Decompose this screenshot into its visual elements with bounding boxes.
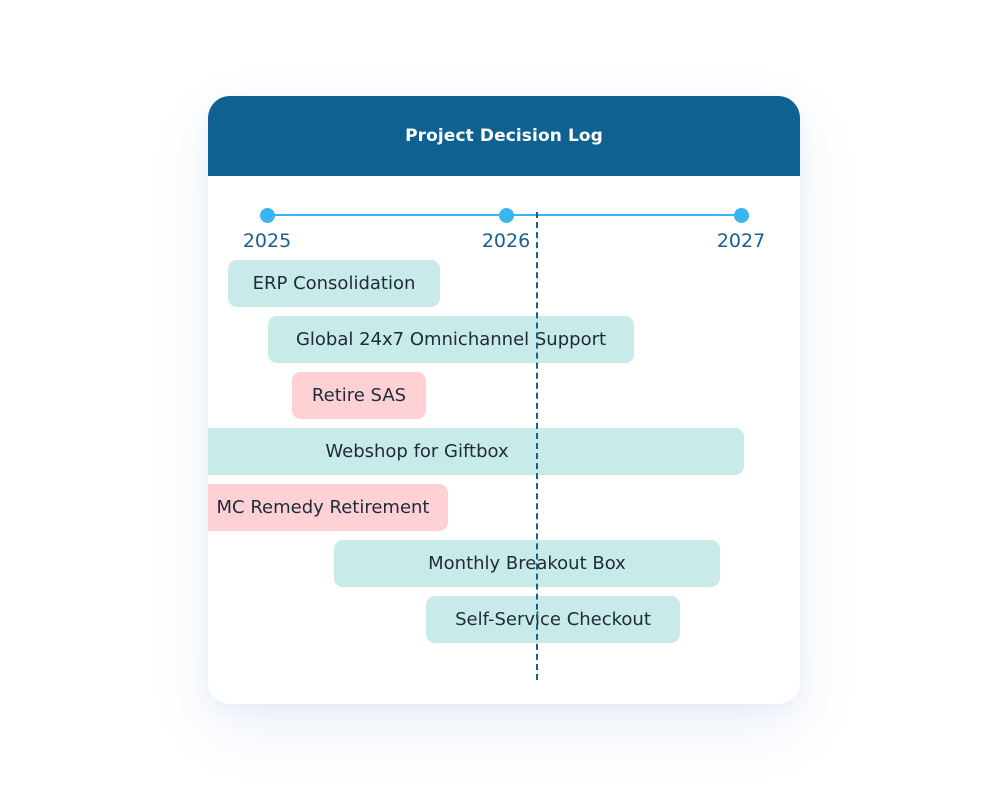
task-label: Webshop for Giftbox [325, 441, 509, 462]
task-label: Self-Service Checkout [455, 609, 651, 630]
task-label: Retire SAS [311, 385, 407, 406]
year-label: 2027 [716, 230, 766, 252]
task-bar[interactable]: Webshop for Giftbox [208, 428, 744, 475]
year-label: 2026 [481, 230, 531, 252]
task-bar[interactable]: Monthly Breakout Box [334, 540, 720, 587]
task-label: Monthly Breakout Box [428, 553, 626, 574]
task-bar[interactable]: Self-Service Checkout [426, 596, 680, 643]
task-label: Global 24x7 Omnichannel Support [295, 329, 607, 350]
task-label: ERP Consolidation [252, 273, 416, 294]
year-label: 2025 [242, 230, 292, 252]
card-header: Project Decision Log [208, 96, 800, 176]
year-marker-2026 [498, 207, 514, 223]
today-marker-line [536, 212, 538, 680]
task-bar[interactable]: MC Remedy Retirement [208, 484, 448, 531]
task-bar[interactable]: Retire SAS [292, 372, 426, 419]
task-bar[interactable]: ERP Consolidation [228, 260, 440, 307]
timeline-body: 2025 2026 2027 ERP Consolidation Global … [208, 176, 800, 704]
timeline-card: Project Decision Log 2025 2026 2027 ERP … [208, 96, 800, 704]
task-bar[interactable]: Global 24x7 Omnichannel Support [268, 316, 634, 363]
page-title: Project Decision Log [405, 126, 603, 146]
task-label: MC Remedy Retirement [216, 497, 430, 518]
year-marker-2025 [259, 207, 275, 223]
year-marker-2027 [733, 207, 749, 223]
